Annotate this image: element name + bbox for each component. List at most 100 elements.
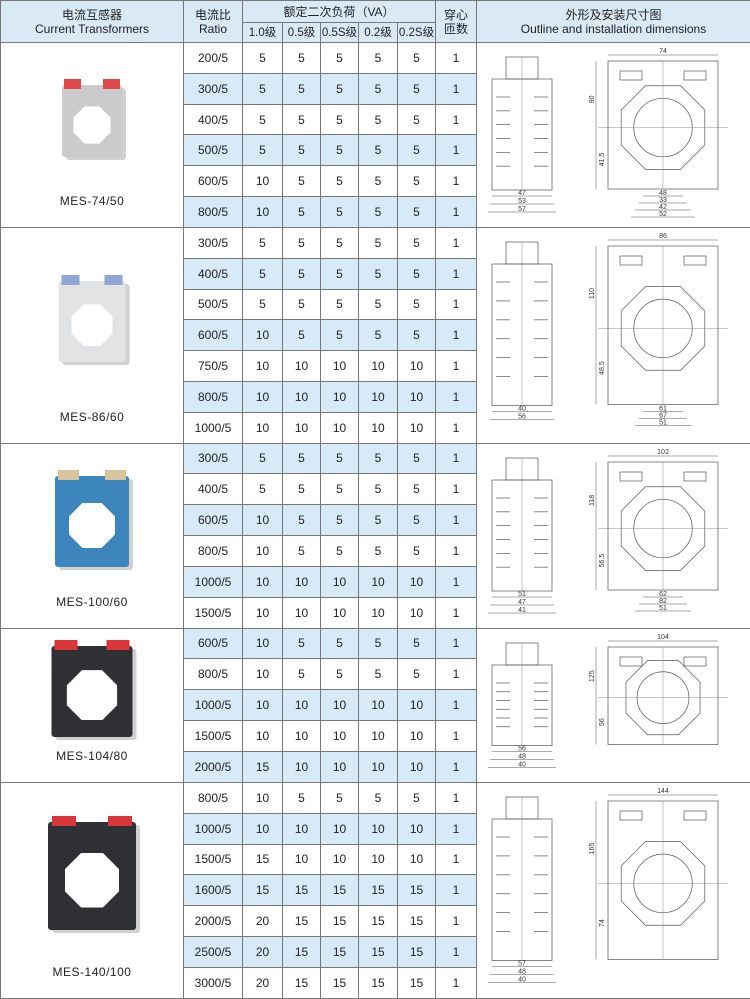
ratio-cell: 800/5 [184, 535, 243, 566]
burden-cell: 10 [398, 381, 436, 412]
ratio-cell: 500/5 [184, 289, 243, 320]
burden-cell: 5 [283, 659, 321, 690]
ratio-cell: 400/5 [184, 474, 243, 505]
ct-product-image [59, 275, 126, 362]
dimension-label: 125 [589, 670, 596, 682]
burden-cell: 5 [359, 228, 398, 259]
burden-cell: 20 [243, 936, 283, 967]
ct-product-image [52, 640, 133, 738]
burden-cell: 5 [243, 73, 283, 104]
turns-cell: 1 [436, 783, 477, 814]
terminal-cover [52, 816, 77, 826]
burden-cell: 5 [283, 197, 321, 228]
burden-cell: 10 [283, 721, 321, 752]
turns-cell: 1 [436, 381, 477, 412]
dimension-label: 53 [518, 198, 526, 205]
burden-cell: 5 [359, 443, 398, 474]
burden-cell: 10 [321, 351, 359, 382]
header-product-en: Current Transformers [1, 22, 183, 36]
burden-cell: 10 [398, 412, 436, 443]
turns-cell: 1 [436, 443, 477, 474]
product-cell: MES-86/60 [1, 228, 184, 444]
turns-cell: 1 [436, 690, 477, 721]
turns-cell: 1 [436, 844, 477, 875]
ratio-cell: 800/5 [184, 197, 243, 228]
ratio-cell: 600/5 [184, 320, 243, 351]
ratio-cell: 1000/5 [184, 690, 243, 721]
burden-cell: 10 [243, 166, 283, 197]
secondary-terminal-s2 [684, 71, 706, 80]
terminal-cover [105, 470, 126, 480]
burden-cell: 5 [359, 474, 398, 505]
secondary-terminal-s1 [620, 472, 642, 481]
burden-cell: 5 [398, 474, 436, 505]
burden-cell: 15 [283, 875, 321, 906]
ratio-cell: 1600/5 [184, 875, 243, 906]
turns-cell: 1 [436, 73, 477, 104]
header-turns-1: 穿心 [436, 8, 476, 22]
burden-cell: 15 [359, 936, 398, 967]
burden-cell: 15 [359, 967, 398, 998]
burden-cell: 10 [283, 412, 321, 443]
turns-cell: 1 [436, 351, 477, 382]
product-image-wrap: MES-140/100 [1, 783, 183, 997]
burden-cell: 5 [359, 505, 398, 536]
ratio-cell: 600/5 [184, 505, 243, 536]
burden-cell: 5 [321, 659, 359, 690]
burden-cell: 10 [359, 597, 398, 628]
burden-cell: 5 [359, 628, 398, 659]
burden-cell: 10 [398, 351, 436, 382]
burden-cell: 5 [283, 104, 321, 135]
terminal-cover [61, 275, 80, 285]
burden-cell: 5 [283, 783, 321, 814]
ratio-cell: 400/5 [184, 104, 243, 135]
burden-cell: 5 [283, 628, 321, 659]
dimension-label: 165 [589, 843, 596, 855]
ratio-cell: 800/5 [184, 783, 243, 814]
burden-cell: 10 [398, 752, 436, 783]
turns-cell: 1 [436, 166, 477, 197]
product-image-wrap: MES-100/60 [1, 444, 183, 627]
burden-cell: 15 [321, 875, 359, 906]
burden-cell: 10 [321, 381, 359, 412]
ratio-cell: 800/5 [184, 659, 243, 690]
burden-cell: 5 [359, 104, 398, 135]
burden-cell: 5 [283, 228, 321, 259]
burden-cell: 15 [243, 875, 283, 906]
burden-cell: 10 [359, 412, 398, 443]
ratio-cell: 3000/5 [184, 967, 243, 998]
secondary-terminal-s1 [620, 71, 642, 80]
dimension-label: 41.5 [599, 153, 606, 167]
burden-cell: 15 [283, 967, 321, 998]
turns-cell: 1 [436, 412, 477, 443]
burden-cell: 10 [321, 844, 359, 875]
dimension-label: 48.5 [599, 361, 606, 375]
ratio-cell: 1500/5 [184, 844, 243, 875]
terminal-cover [104, 275, 123, 285]
burden-cell: 5 [398, 43, 436, 74]
burden-cell: 10 [321, 412, 359, 443]
burden-cell: 15 [398, 967, 436, 998]
ratio-cell: 300/5 [184, 443, 243, 474]
ct-window [67, 670, 117, 720]
burden-cell: 5 [359, 73, 398, 104]
product-image-wrap: MES-104/80 [1, 629, 183, 782]
ratio-cell: 1500/5 [184, 721, 243, 752]
header-class: 0.2S级 [398, 23, 436, 43]
burden-cell: 5 [283, 320, 321, 351]
turns-cell: 1 [436, 320, 477, 351]
turns-cell: 1 [436, 752, 477, 783]
turns-cell: 1 [436, 628, 477, 659]
dimension-label: 48 [518, 969, 526, 976]
burden-cell: 10 [243, 628, 283, 659]
turns-cell: 1 [436, 197, 477, 228]
